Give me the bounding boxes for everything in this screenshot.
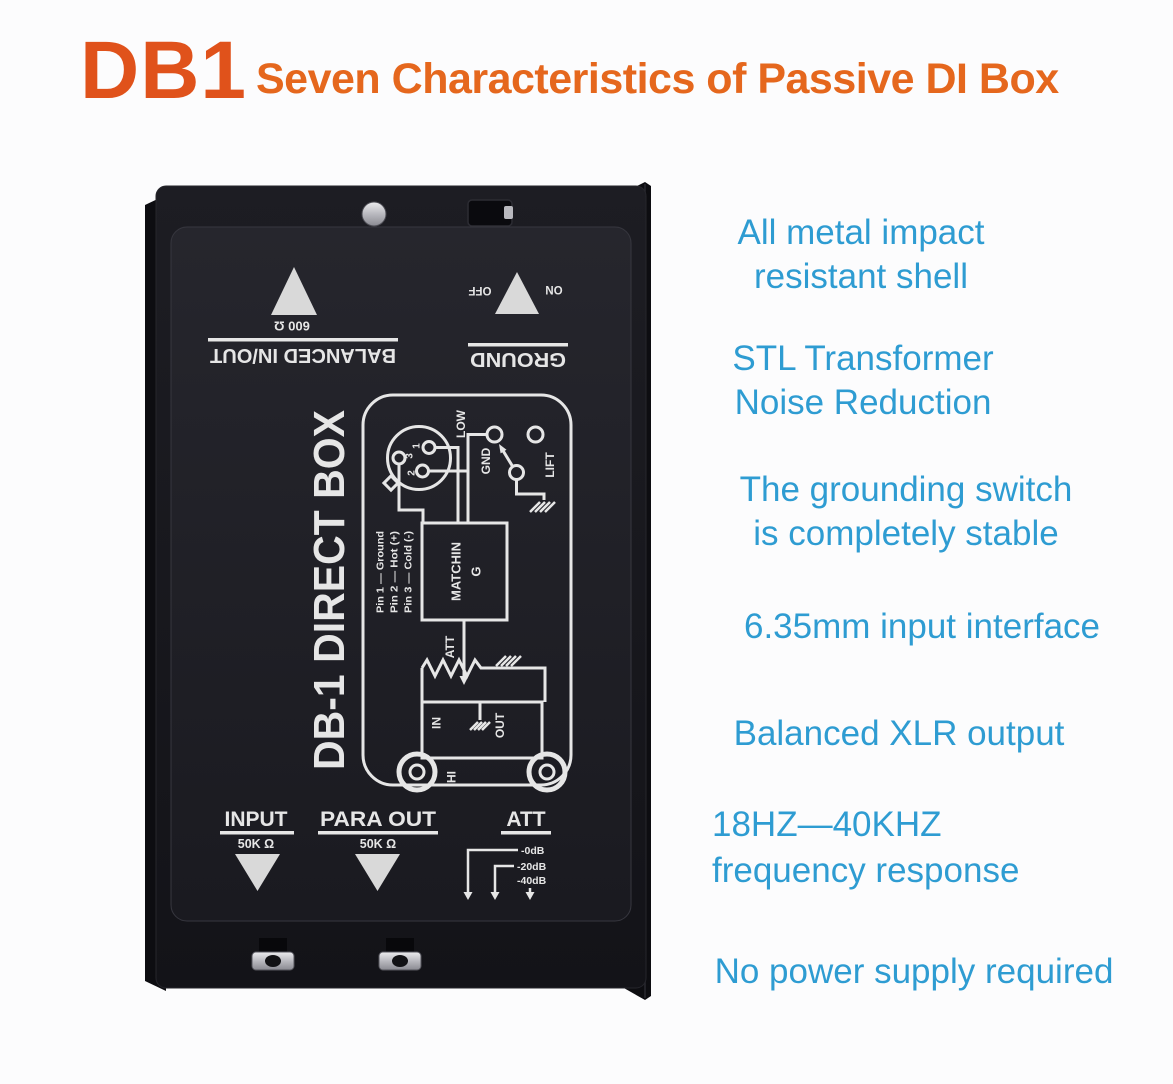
- att-level-0db: -0dB: [521, 845, 545, 857]
- balanced-in-out-label: BALANCED IN/OUT: [210, 344, 396, 366]
- att-level-40db: -40dB: [517, 875, 547, 887]
- in-label: IN: [430, 717, 444, 729]
- page-title: Seven Characteristics of Passive DI Box: [256, 55, 1059, 103]
- feature-item-transformer: STL Transformer Noise Reduction: [702, 337, 1024, 425]
- xlr-pin3: [391, 450, 407, 466]
- input-label: INPUT: [225, 808, 288, 831]
- para-out-underline: [318, 831, 438, 835]
- input-underline: [220, 831, 294, 835]
- feature-line: resistant shell: [754, 257, 968, 296]
- balanced-triangle-icon: [271, 267, 317, 315]
- feature-item-xlr: Balanced XLR output: [699, 712, 1099, 756]
- xlr-symbol: [386, 425, 452, 491]
- att-diagram-label: ATT: [443, 635, 457, 658]
- in-out-box: [420, 700, 544, 760]
- diagram-labels: 1 2 3 LOW GND LIFT MATCHIN G Pin 1 — Gro…: [376, 409, 558, 783]
- pin-legend-line1: Pin 1 — Ground: [376, 531, 387, 613]
- para-out-triangle-icon: [355, 854, 400, 891]
- para-out-label: PARA OUT: [320, 808, 436, 831]
- wire-pivot-ground: [515, 479, 546, 500]
- pin-legend-line3: Pin 3 — Cold (-): [404, 531, 415, 613]
- para-out-jack-socket: [378, 938, 422, 971]
- out-jack-center: [538, 763, 556, 781]
- ground-label: GROUND: [470, 348, 566, 370]
- feature-item-frequency: 18HZ—40KHZ frequency response: [712, 802, 1152, 894]
- switch-arrowhead: [499, 444, 507, 454]
- transformer-label-line2: G: [469, 566, 484, 576]
- feature-line: The grounding switch: [739, 470, 1073, 509]
- hi-jack-symbol: [396, 751, 438, 793]
- diagram-border: [361, 393, 573, 787]
- xlr-connector-top: [361, 201, 387, 227]
- circuit-diagram: [361, 393, 573, 793]
- pin-legend-line2: Pin 2 — Hot (+): [390, 531, 401, 613]
- ground-symbol: [495, 655, 522, 667]
- low-terminal: [485, 425, 504, 444]
- lift-label: LIFT: [543, 452, 557, 478]
- model-label: DB-1 DIRECT BOX: [305, 410, 354, 770]
- pin3-number: 3: [405, 453, 416, 459]
- feature-line: 6.35mm input interface: [743, 607, 1100, 646]
- transformer-label-line1: MATCHIN: [449, 542, 464, 601]
- wire-low: [466, 433, 487, 523]
- ground-switch-nub: [504, 206, 513, 219]
- feature-line: STL Transformer: [732, 339, 994, 378]
- feature-item-input: 6.35mm input interface: [717, 605, 1127, 649]
- feature-item-shell: All metal impact resistant shell: [700, 211, 1022, 299]
- input-jack-socket: [251, 938, 295, 971]
- para-out-impedance: 50K Ω: [360, 837, 396, 851]
- wire-pin3: [397, 464, 425, 523]
- att-label: ATT: [506, 808, 545, 831]
- feature-line: Noise Reduction: [734, 383, 992, 422]
- hi-jack-center: [408, 763, 426, 781]
- pin1-number: 1: [412, 443, 423, 449]
- ground-symbol: [469, 721, 491, 731]
- pin2-number: 2: [407, 470, 418, 476]
- ground-underline: [468, 343, 568, 347]
- att-switch-diagram: -0dB -20dB -40dB: [463, 845, 547, 900]
- ground-symbol: [529, 501, 556, 513]
- ground-triangle-icon: [495, 272, 539, 314]
- feature-line: is completely stable: [753, 514, 1059, 553]
- balanced-underline: [208, 338, 398, 342]
- xlr-latch: [381, 473, 401, 493]
- feature-line: frequency response: [712, 851, 1020, 890]
- att-underline: [501, 831, 551, 835]
- face-plate: [170, 226, 632, 922]
- att-level-20db: -20dB: [517, 861, 547, 873]
- impedance-600-label: 600 Ω: [274, 319, 310, 334]
- feature-line: 18HZ—40KHZ: [712, 805, 942, 844]
- di-box-device: 600 Ω BALANCED IN/OUT OFF ON GROUND DB-1…: [145, 182, 651, 1000]
- out-jack-symbol: [526, 751, 568, 793]
- off-label: OFF: [469, 284, 492, 296]
- gnd-label: GND: [479, 447, 493, 474]
- switch-lever: [500, 448, 515, 468]
- attenuator-resistor: [420, 656, 547, 702]
- feature-line: No power supply required: [714, 952, 1114, 991]
- hi-label: HI: [445, 771, 459, 783]
- feature-line: All metal impact: [737, 213, 985, 252]
- lift-terminal: [526, 425, 545, 444]
- wire-pin1: [435, 446, 460, 523]
- input-triangle-icon: [235, 854, 280, 891]
- on-label: ON: [545, 283, 562, 295]
- out-label: OUT: [493, 712, 507, 738]
- input-impedance: 50K Ω: [238, 837, 274, 851]
- brand-logo: DB1: [80, 25, 248, 116]
- feature-item-power: No power supply required: [692, 950, 1136, 994]
- low-label: LOW: [454, 409, 468, 438]
- feature-line: Balanced XLR output: [733, 714, 1065, 753]
- feature-item-grounding: The grounding switch is completely stabl…: [706, 468, 1106, 556]
- wiper-arrowhead: [459, 676, 469, 685]
